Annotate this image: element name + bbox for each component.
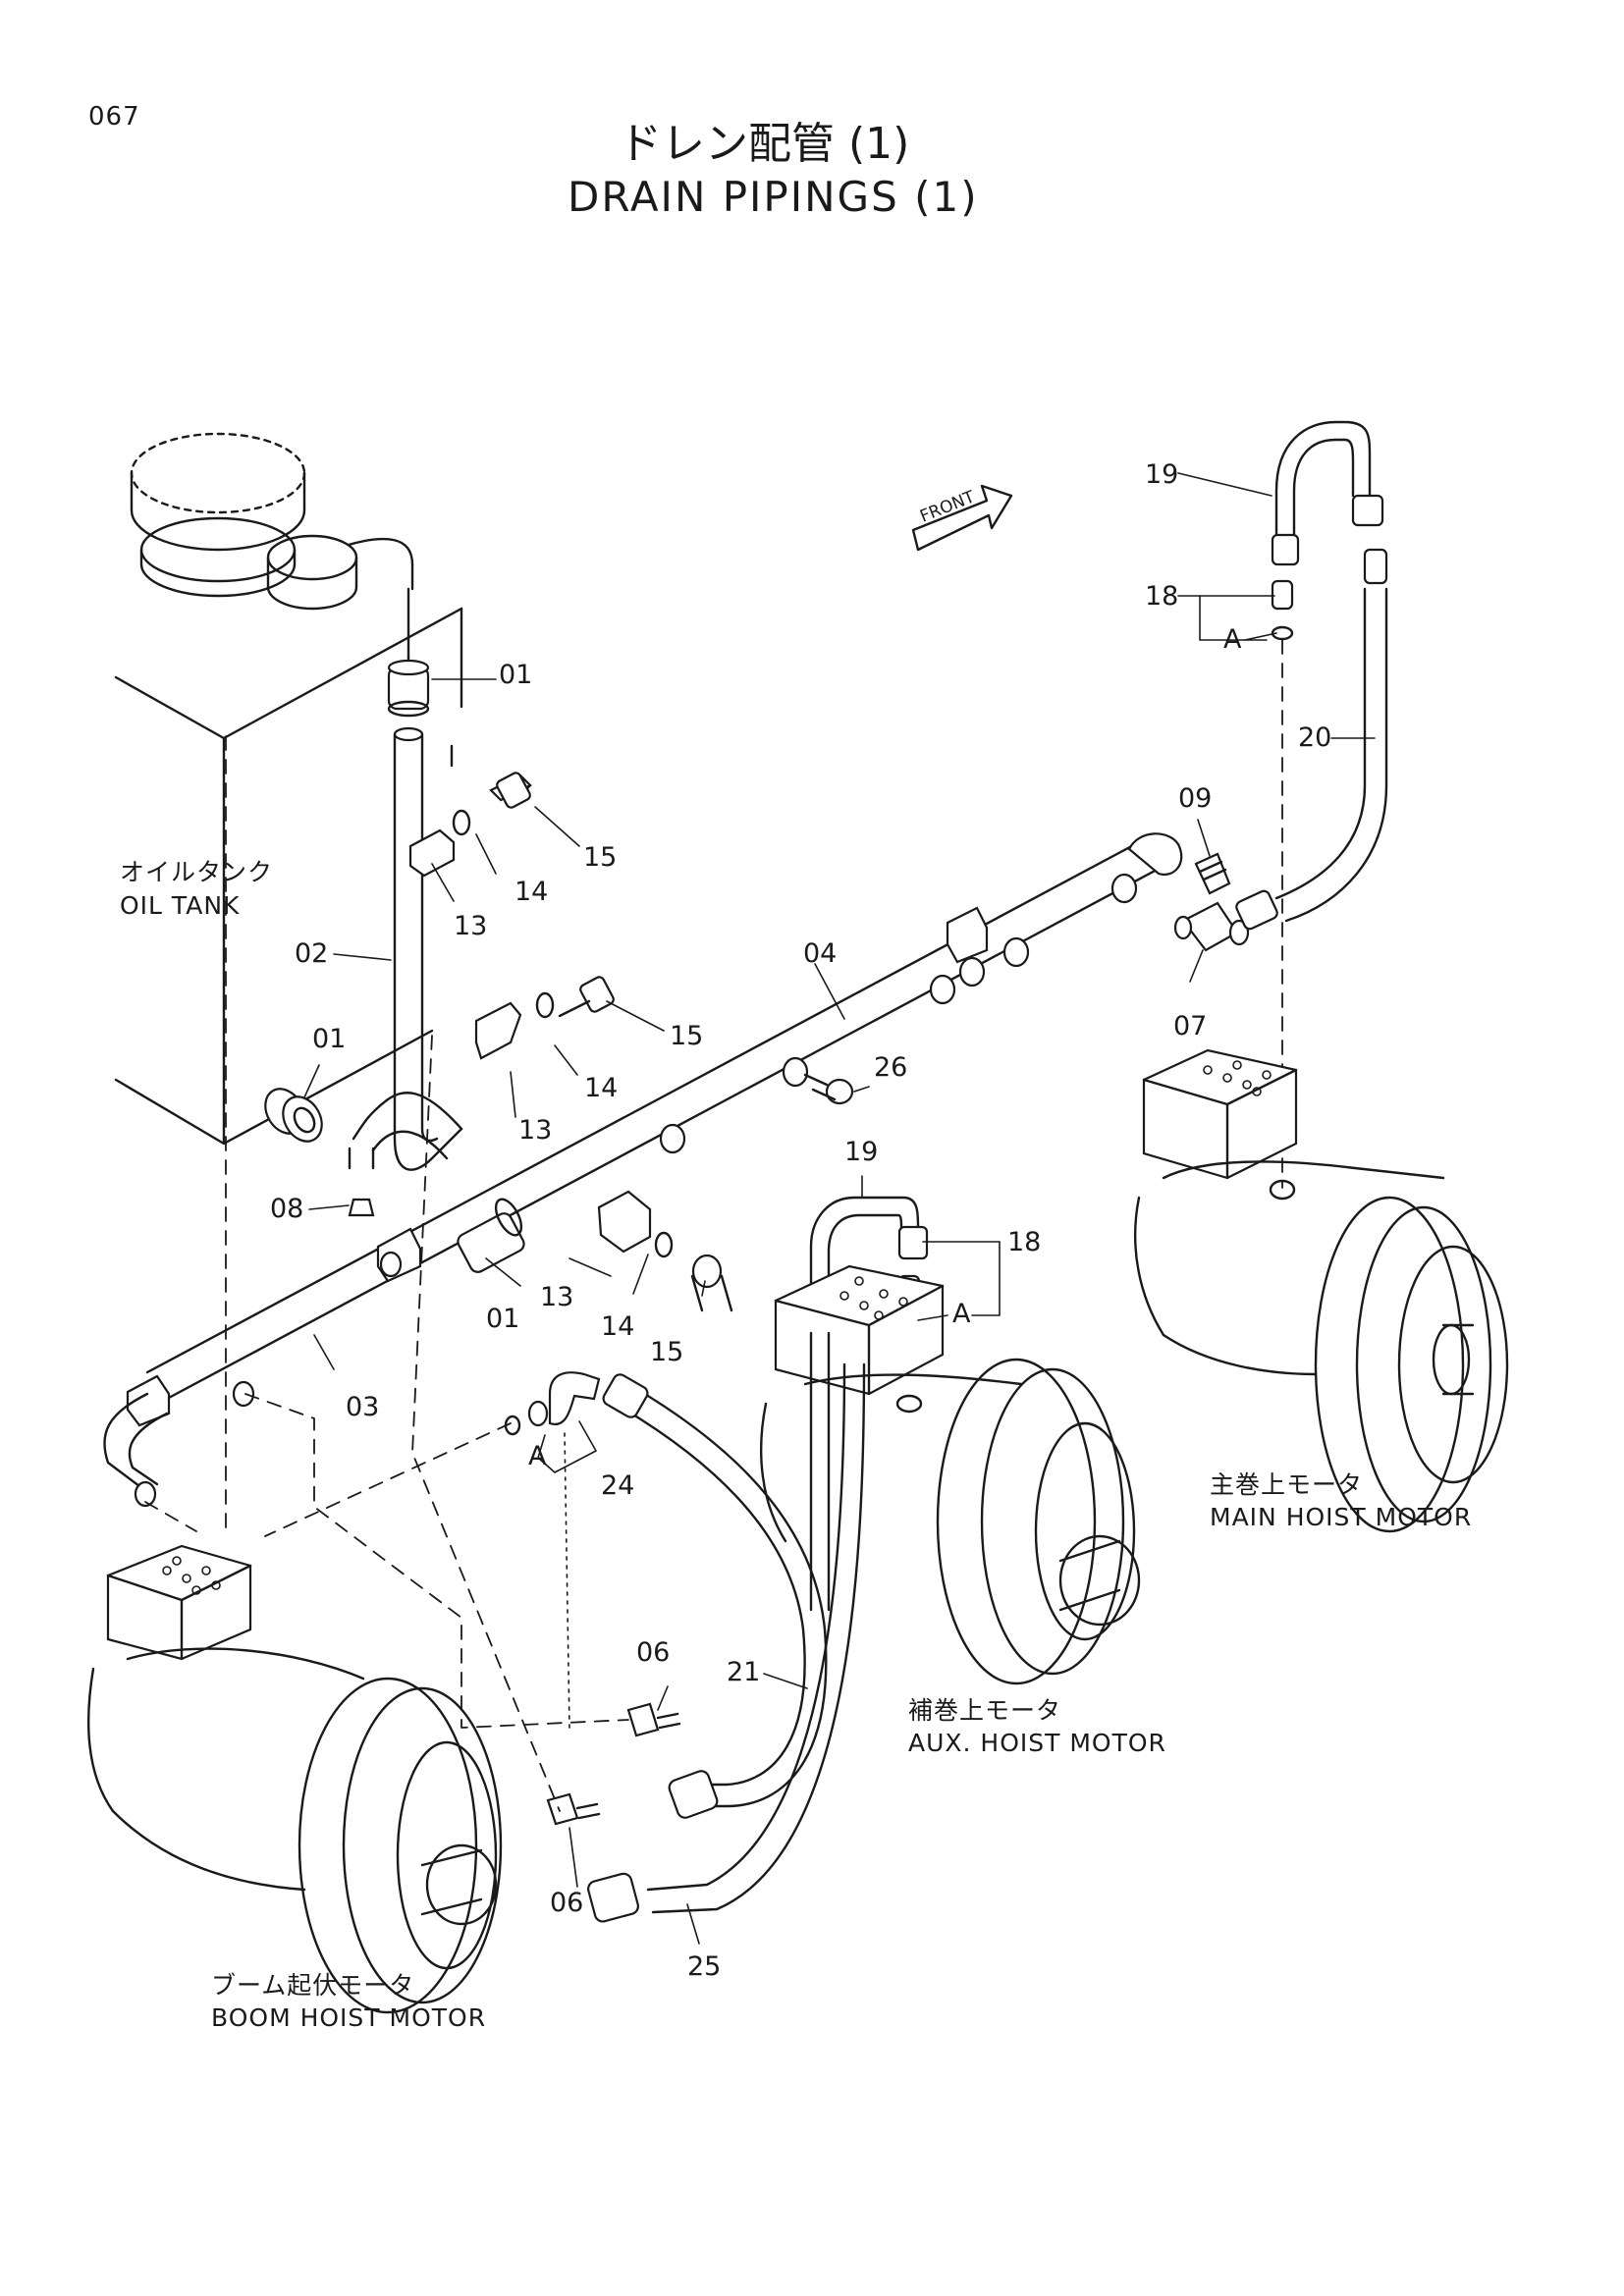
callout-19-aux: 19 — [844, 1137, 879, 1167]
callout-25: 25 — [687, 1951, 722, 1982]
connector-06-lower — [546, 1792, 601, 1826]
pipe-02-drawing — [348, 587, 463, 1217]
main-hoist-motor-label-jp: 主巻上モータ — [1210, 1470, 1364, 1499]
callout-a-boom: A — [528, 1441, 547, 1471]
callout-14-upper: 14 — [514, 877, 549, 907]
callout-15-upper: 15 — [583, 842, 618, 873]
callout-15-lower: 15 — [650, 1337, 684, 1367]
callout-06-upper: 06 — [636, 1637, 671, 1668]
title-english: DRAIN PIPINGS (1) — [568, 173, 979, 221]
callout-15-middle: 15 — [670, 1021, 704, 1051]
callout-07: 07 — [1173, 1011, 1208, 1041]
callout-18-main: 18 — [1145, 581, 1179, 612]
callout-14-lower: 14 — [601, 1311, 635, 1342]
callout-26: 26 — [874, 1052, 908, 1083]
oil-tank-label-jp: オイルタンク — [120, 858, 274, 886]
callout-13-middle: 13 — [518, 1115, 553, 1146]
drain-line-03 — [244, 1393, 629, 1729]
oil-tank-label-en: OIL TANK — [120, 891, 241, 920]
header-pipe-04 — [103, 832, 1183, 1508]
callout-01-top: 01 — [499, 660, 533, 690]
callout-19-main: 19 — [1145, 459, 1179, 490]
main-hoist-motor-drawing — [1134, 1048, 1509, 1533]
drain-line-a-boom — [264, 1422, 512, 1537]
leader-lines — [303, 472, 1376, 1945]
main-hoist-motor-label-en: MAIN HOIST MOTOR — [1210, 1503, 1473, 1531]
callout-02: 02 — [295, 938, 329, 969]
callout-01-header: 01 — [486, 1304, 520, 1334]
adapter-18-main — [1271, 579, 1294, 641]
callout-13-lower: 13 — [540, 1282, 574, 1312]
aux-hoist-motor-drawing — [759, 1264, 1141, 1685]
drain-line-dot — [564, 1432, 570, 1729]
callout-a-aux: A — [952, 1299, 971, 1329]
pipe-19-main — [1271, 420, 1384, 566]
fitting-09 — [1194, 852, 1231, 895]
callout-03: 03 — [346, 1392, 380, 1422]
callout-01-side: 01 — [312, 1024, 347, 1054]
boom-hoist-motor-label-jp: ブーム起伏モータ — [211, 1971, 415, 2000]
callout-24: 24 — [601, 1470, 635, 1501]
connector-06-upper — [626, 1702, 681, 1737]
hose-21 — [602, 1331, 831, 1819]
aux-hoist-motor-label-jp: 補巻上モータ — [908, 1696, 1062, 1725]
title-japanese: ドレン配管 (1) — [619, 119, 910, 169]
tee-07 — [1173, 901, 1250, 952]
callout-a-main: A — [1223, 624, 1242, 655]
callout-04: 04 — [803, 938, 838, 969]
elbow-24 — [504, 1371, 601, 1436]
bolt-26 — [803, 1073, 854, 1105]
callout-06-lower: 06 — [550, 1888, 584, 1918]
fitting-01-side — [264, 1088, 323, 1143]
boom-hoist-motor-label-en: BOOM HOIST MOTOR — [211, 2003, 487, 2032]
oil-tank-drawing — [114, 432, 463, 1146]
page-number: 067 — [88, 102, 140, 132]
hose-20 — [1235, 548, 1388, 931]
hose-25 — [587, 1362, 866, 1923]
aux-hoist-motor-label-en: AUX. HOIST MOTOR — [908, 1729, 1166, 1757]
boom-hoist-motor-drawing — [86, 1544, 503, 2014]
callout-21: 21 — [727, 1657, 761, 1687]
front-arrow-drawing — [911, 484, 1013, 552]
clamp-set-middle — [474, 976, 615, 1060]
callout-18-aux: 18 — [1007, 1227, 1042, 1257]
callout-20: 20 — [1298, 722, 1332, 753]
callout-08: 08 — [270, 1194, 304, 1224]
callout-09: 09 — [1178, 783, 1213, 814]
drain-line-end — [144, 1501, 197, 1532]
callout-14-middle: 14 — [584, 1073, 619, 1103]
clamp-set-lower — [597, 1190, 733, 1312]
callout-13-upper: 13 — [454, 911, 488, 941]
clamp-set-upper — [408, 772, 532, 878]
